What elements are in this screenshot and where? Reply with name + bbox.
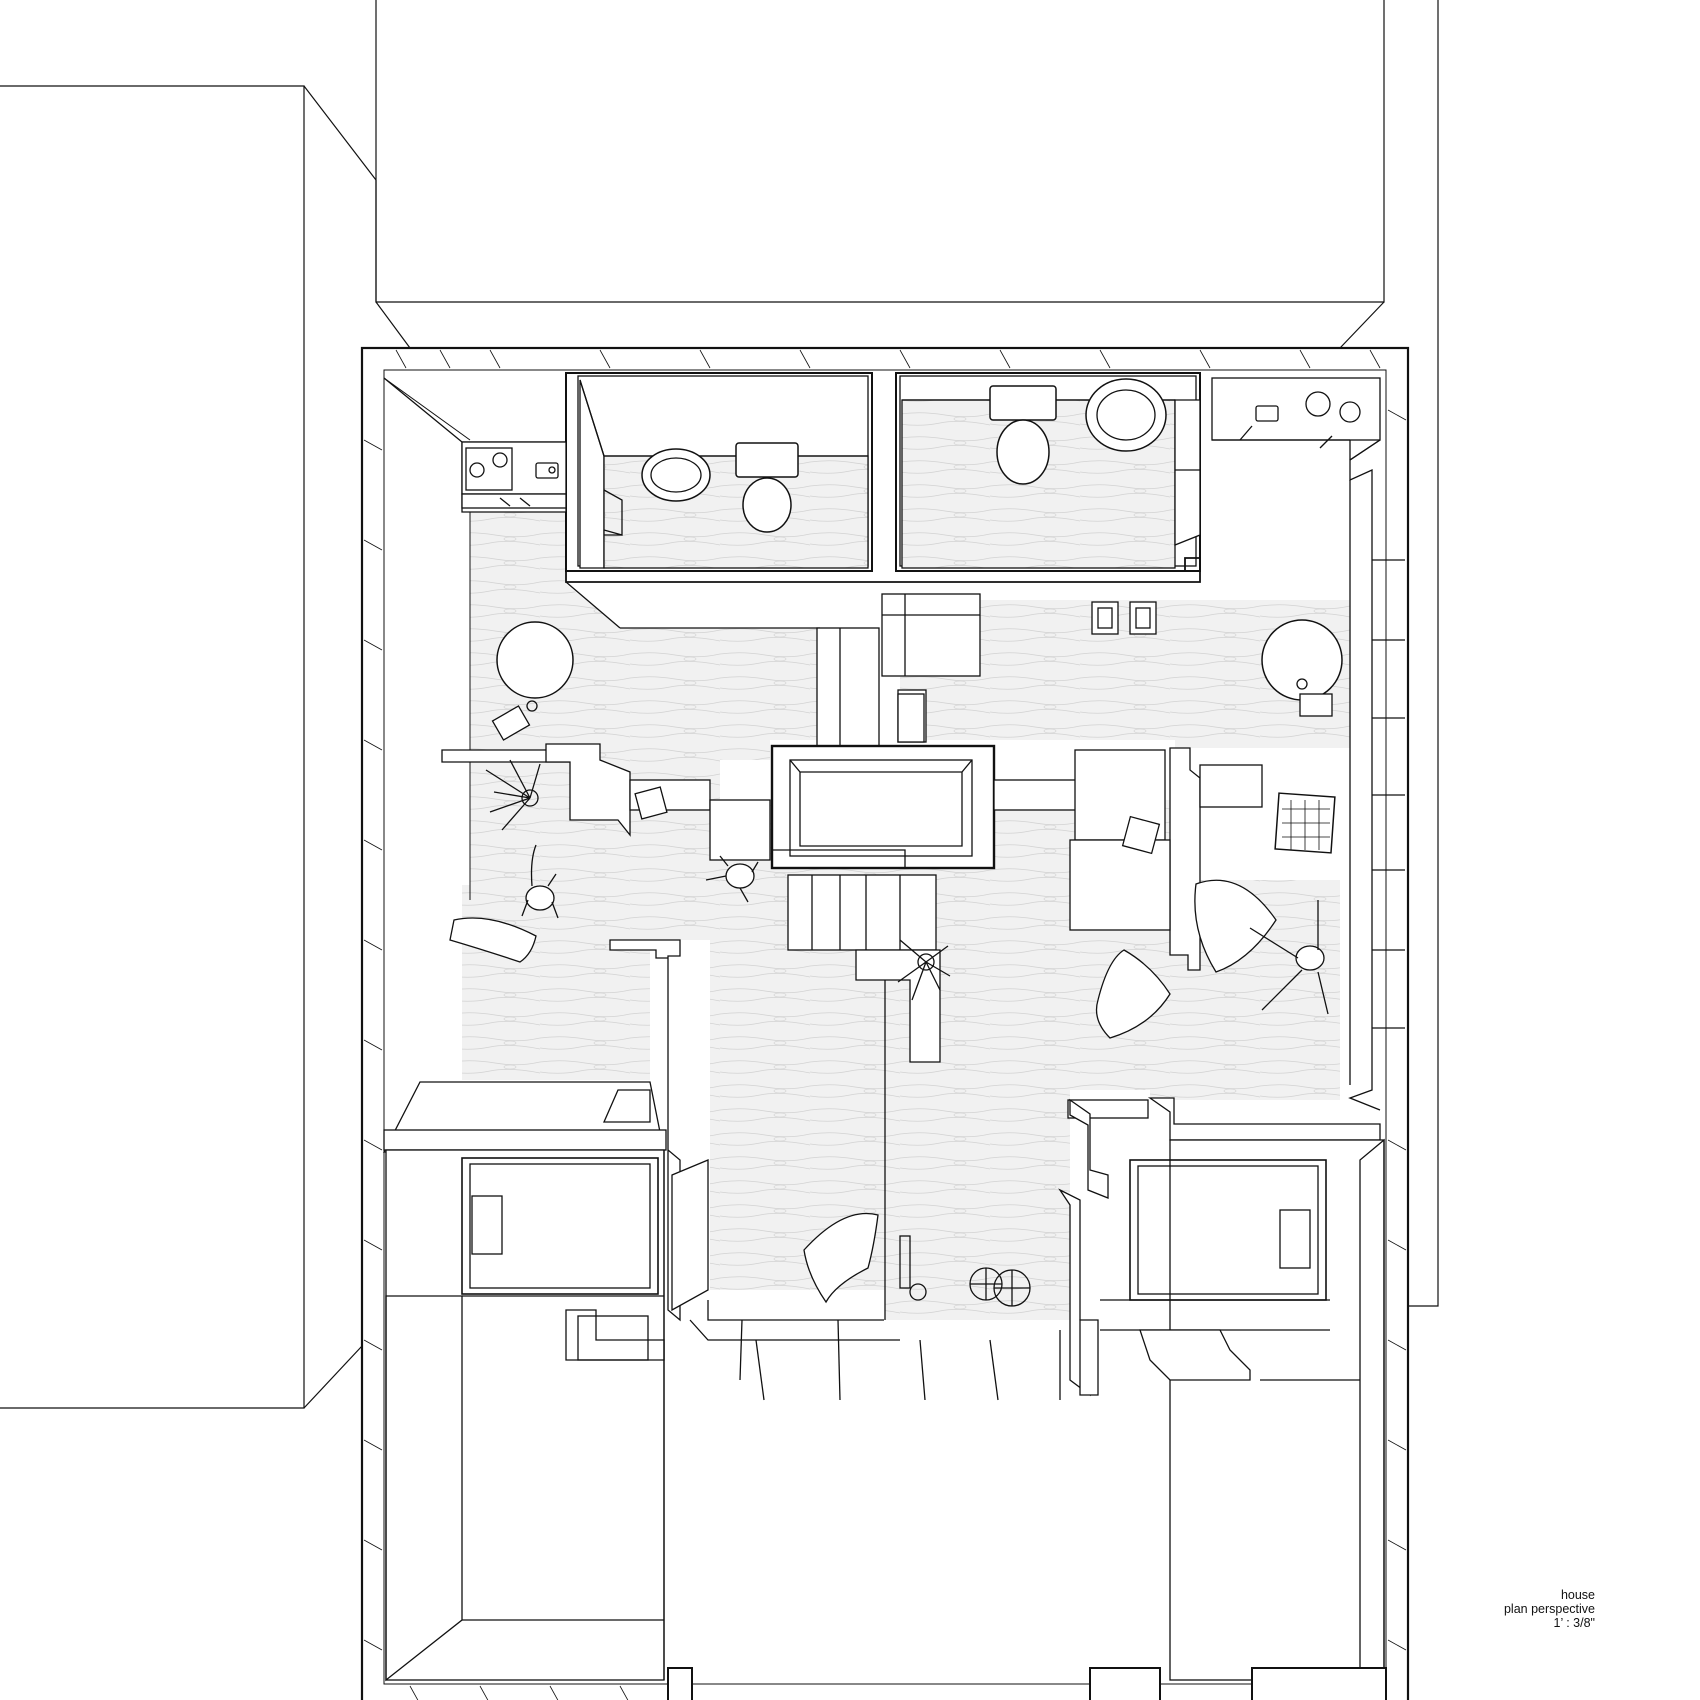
- caption-scale: 1’ : 3/8": [1553, 1616, 1596, 1630]
- bathroom-left: [565, 372, 873, 572]
- partition-walls: [441, 743, 1381, 1397]
- neighbor-building-left: [0, 85, 377, 1409]
- game-board-icon: [1274, 792, 1336, 854]
- sink-icon: [1085, 378, 1167, 452]
- chest-icon: [897, 693, 925, 743]
- bathroom-wall-ledge: [565, 557, 1201, 583]
- caption-title: house: [1560, 1588, 1595, 1602]
- floor-lamp-icon: [899, 1235, 927, 1301]
- storage-boxes-icon: [1091, 601, 1157, 635]
- toilet-icon: [989, 385, 1057, 485]
- caption-subtitle: plan perspective: [1503, 1602, 1595, 1616]
- neighbor-building-top: [375, 0, 1385, 349]
- kitchen-counter-left: [383, 377, 567, 513]
- person-icon: [1249, 900, 1329, 1015]
- bottom-window-frames: [689, 1300, 1061, 1401]
- stove-icon: [465, 447, 513, 491]
- toilet-icon: [735, 442, 799, 533]
- kitchen-counter-right: [1211, 377, 1381, 461]
- pillow-icon: [449, 879, 1277, 1304]
- stove-icon: [1305, 391, 1361, 423]
- chair-icon: [634, 786, 1161, 855]
- phone-icon: [535, 462, 559, 479]
- bedroom-right: [1100, 1138, 1385, 1681]
- plant-icon: [897, 939, 951, 1001]
- plant-icon: [485, 759, 541, 831]
- fan-icon: [969, 1267, 1031, 1307]
- person-icon: [521, 844, 559, 919]
- upper-left-floor: [470, 512, 820, 900]
- bathroom-right: [895, 372, 1201, 572]
- phone-icon: [1255, 405, 1279, 422]
- person-icon: [705, 855, 759, 903]
- sink-icon: [641, 448, 711, 502]
- upper-right-floor: [900, 600, 1350, 748]
- round-table-icon: [1261, 619, 1343, 717]
- exterior-wall-outline: [360, 346, 1410, 1700]
- neighbor-building-right: [1408, 0, 1439, 1307]
- bathtub: [770, 744, 996, 870]
- round-table-icon: [491, 621, 574, 741]
- window-wall-right: [1348, 439, 1405, 1111]
- bedroom-left: [382, 1081, 667, 1682]
- wall-hatch: [363, 349, 1407, 1700]
- drawing-caption: house plan perspective 1’ : 3/8": [1504, 1588, 1595, 1630]
- bed-icon: [461, 1157, 659, 1295]
